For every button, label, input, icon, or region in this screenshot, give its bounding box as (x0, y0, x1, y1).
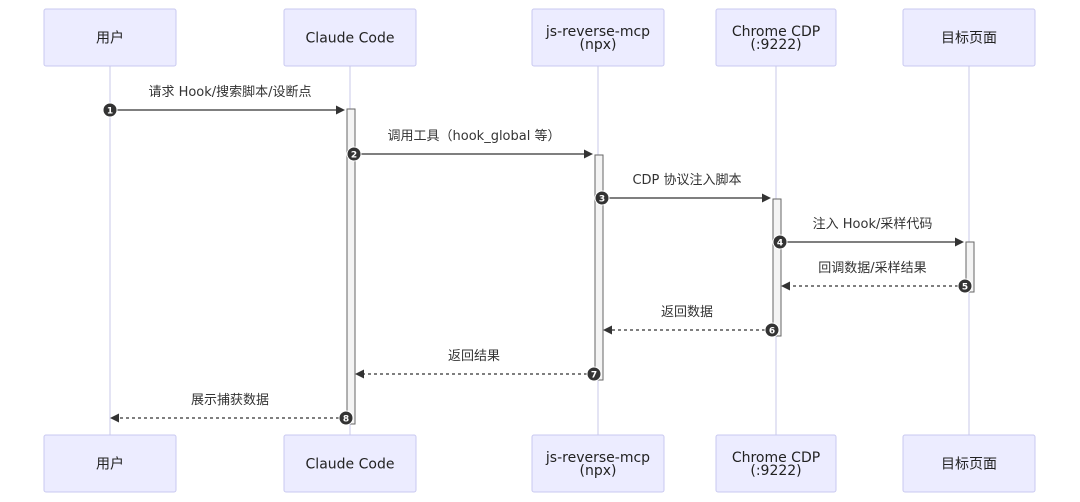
sequence-number-label: 6 (769, 326, 775, 336)
message-4: 注入 Hook/采样代码 4 (772, 217, 964, 250)
participant-box (902, 8, 1036, 67)
arrowhead (781, 281, 790, 291)
sequence-number: 4 (772, 234, 788, 250)
sequence-number: 6 (764, 322, 780, 338)
arrowhead (355, 369, 364, 379)
participant-label: (npx) (580, 37, 617, 53)
sequence-number: 1 (102, 102, 118, 118)
arrowhead (762, 193, 771, 203)
activation-bar-page (965, 241, 975, 293)
participant-label: 目标页面 (941, 457, 997, 473)
participant-label: Claude Code (306, 457, 395, 473)
sequence-number: 2 (346, 146, 362, 162)
sequence-number-label: 5 (962, 282, 968, 292)
sequence-number: 3 (594, 190, 610, 206)
participant-label: Chrome CDP (732, 450, 820, 466)
actors-top: 用户 Claude Code js-reverse-mcp(npx) Chrome C… (43, 8, 1036, 67)
participant-page-bottom: 目标页面 (902, 434, 1036, 493)
message-label: 调用工具（hook_global 等） (388, 128, 561, 144)
participant-claude-top: Claude Code (283, 8, 417, 67)
participant-page-top: 目标页面 (902, 8, 1036, 67)
participant-label: 用户 (96, 30, 124, 47)
sequence-number-circle (772, 234, 788, 250)
lifelines (109, 66, 970, 435)
participant-label: js-reverse-mcp (545, 450, 650, 466)
participant-label: 目标页面 (941, 31, 997, 47)
actors-bottom: 用户 Claude Code js-reverse-mcp(npx) Chrome C… (43, 434, 1036, 493)
message-8: 展示捕获数据 8 (110, 392, 354, 426)
participant-claude-bottom: Claude Code (283, 434, 417, 493)
activation-bar-cdp (772, 198, 782, 337)
participant-user-top: 用户 (43, 8, 177, 67)
participant-label: (npx) (580, 463, 617, 479)
arrowhead (110, 413, 119, 423)
participant-user-bottom: 用户 (43, 434, 177, 493)
participant-box (715, 8, 837, 67)
arrowhead (603, 325, 612, 335)
message-1: 请求 Hook/搜索脚本/设断点 1 (102, 84, 345, 118)
sequence-number-circle (346, 146, 362, 162)
arrowhead (584, 149, 593, 159)
sequence-number-label: 8 (343, 414, 349, 424)
sequence-number-circle (957, 278, 973, 294)
message-7: 返回结果 7 (355, 349, 602, 382)
participant-box (715, 434, 837, 493)
participant-box (283, 434, 417, 493)
participant-label: 用户 (96, 456, 124, 473)
arrowhead (955, 237, 964, 247)
message-2: 调用工具（hook_global 等） 2 (346, 128, 593, 162)
sequence-number-label: 4 (777, 238, 783, 248)
participant-box (43, 8, 177, 67)
participant-cdp-bottom: Chrome CDP(:9222) (715, 434, 837, 493)
participant-label: Claude Code (306, 31, 395, 47)
activation-bar-claude (346, 108, 356, 425)
sequence-number: 7 (586, 366, 602, 382)
message-label: 展示捕获数据 (191, 392, 269, 408)
arrowhead (336, 105, 345, 115)
sequence-number-circle (764, 322, 780, 338)
activation-bar-mcp (594, 154, 604, 381)
sequence-number: 8 (338, 410, 354, 426)
participant-mcp-bottom: js-reverse-mcp(npx) (531, 434, 665, 493)
sequence-number-label: 1 (107, 106, 113, 116)
sequence-number-circle (338, 410, 354, 426)
sequence-number-circle (102, 102, 118, 118)
message-3: CDP 协议注入脚本 3 (594, 172, 771, 206)
message-label: 请求 Hook/搜索脚本/设断点 (148, 84, 311, 100)
message-5: 回调数据/采样结果 5 (781, 261, 973, 294)
participant-cdp-top: Chrome CDP(:9222) (715, 8, 837, 67)
messages: 请求 Hook/搜索脚本/设断点 1 调用工具（hook_global 等） 2CDP… (102, 84, 973, 426)
participant-label: (:9222) (750, 37, 801, 53)
participant-mcp-top: js-reverse-mcp(npx) (531, 8, 665, 67)
sequence-number: 5 (957, 278, 973, 294)
sequence-number-circle (594, 190, 610, 206)
message-label: 返回结果 (448, 349, 500, 364)
participant-label: js-reverse-mcp (545, 24, 650, 40)
sequence-number-label: 7 (591, 370, 597, 380)
participant-label: Chrome CDP (732, 24, 820, 40)
participant-box (531, 434, 665, 493)
message-6: 返回数据 6 (603, 305, 780, 338)
activations (346, 108, 975, 425)
message-label: 注入 Hook/采样代码 (813, 217, 933, 232)
participant-box (902, 434, 1036, 493)
sequence-number-circle (586, 366, 602, 382)
participant-label: (:9222) (750, 463, 801, 479)
message-label: CDP 协议注入脚本 (632, 172, 741, 188)
participant-box (283, 8, 417, 67)
sequence-number-label: 2 (351, 150, 357, 160)
sequence-number-label: 3 (599, 194, 605, 204)
participant-box (43, 434, 177, 493)
participant-box (531, 8, 665, 67)
message-label: 返回数据 (661, 305, 713, 320)
message-label: 回调数据/采样结果 (818, 261, 926, 276)
